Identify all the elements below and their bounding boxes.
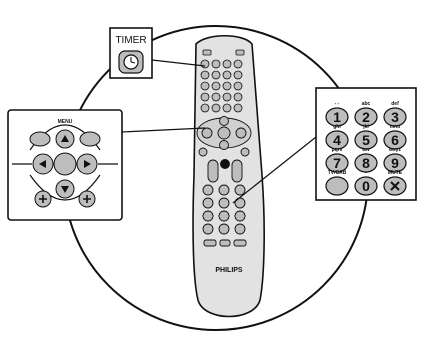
remote-brand-text: PHILIPS	[215, 267, 243, 274]
keypad-key: wxyz 9	[383, 147, 407, 173]
keypad-key-label: -	[365, 170, 367, 176]
remote-rockers	[207, 159, 243, 183]
remote-control: PHILIPS	[192, 35, 265, 318]
nav-down-button	[55, 179, 75, 199]
remote-top-buttons	[200, 49, 245, 113]
keypad-key-number: 1	[333, 109, 341, 125]
keypad-key-button	[383, 153, 407, 173]
keypad-key-button	[354, 176, 378, 196]
keypad-key-label: MUTE	[388, 170, 403, 176]
nav-right-button	[76, 153, 98, 175]
keypad-key-label: mno	[390, 124, 401, 130]
keypad-key: tuv 8	[354, 147, 378, 173]
keypad-key-label: TV/CAB	[328, 170, 347, 176]
keypad-key-label: abc	[362, 101, 371, 107]
keypad-key: - - 1	[325, 101, 349, 127]
keypad-callout: - - 1 abc 2 def 3 ghi 4 jkl 5 mno 6 pqrs 7 tuv 8 wxyz 9TV…	[315, 87, 417, 201]
keypad-key-button	[325, 130, 349, 150]
nav-plus-button	[78, 190, 96, 208]
keypad-key: def 3	[383, 101, 407, 127]
keypad-key-number: 8	[362, 155, 370, 171]
timer-label: TIMER	[115, 35, 146, 46]
keypad-key-label: ghi	[333, 124, 341, 130]
keypad-key-number: 6	[391, 132, 399, 148]
keypad-key: abc 2	[354, 101, 378, 127]
keypad-key: ghi 4	[325, 124, 349, 150]
keypad-key-label: tuv	[362, 147, 370, 153]
keypad-key: mno 6	[383, 124, 407, 150]
nav-top-left-key	[29, 131, 51, 147]
keypad-key-button	[325, 153, 349, 173]
nav-top-right-key	[79, 131, 101, 147]
keypad-key: jkl 5	[354, 124, 378, 150]
keypad-key-button	[354, 107, 378, 127]
keypad-key-button	[354, 153, 378, 173]
keypad-key-button	[354, 130, 378, 150]
nav-ok-button	[53, 152, 77, 176]
keypad-key-label: def	[391, 101, 399, 107]
keypad-key-label: - -	[335, 101, 340, 107]
remote-lower-keys	[203, 239, 247, 247]
keypad-key-number: 0	[362, 178, 370, 194]
keypad-key-button	[325, 107, 349, 127]
keypad-key: MUTE	[383, 170, 407, 196]
nav-callout: MENU	[7, 109, 123, 221]
keypad-key-number: 4	[333, 132, 341, 148]
keypad-key-number: 3	[391, 109, 399, 125]
keypad-key-button	[383, 130, 407, 150]
keypad-grid: - - 1 abc 2 def 3 ghi 4 jkl 5 mno 6 pqrs 7 tuv 8 wxyz 9TV…	[325, 101, 407, 196]
keypad-key-number: 2	[362, 109, 370, 125]
keypad-key-label: wxyz	[388, 147, 401, 153]
keypad-key-label: pqrs	[332, 147, 343, 153]
keypad-key-number: 9	[391, 155, 399, 171]
keypad-key-button	[325, 176, 349, 196]
nav-menu-label: MENU	[58, 119, 73, 125]
keypad-key-label: jkl	[362, 124, 369, 130]
plus-icon	[39, 195, 47, 203]
timer-callout: TIMER	[109, 27, 153, 79]
plus-icon	[83, 195, 91, 203]
nav-up-button	[55, 129, 75, 149]
keypad-key-number: 5	[362, 132, 370, 148]
keypad-key: pqrs 7	[325, 147, 349, 173]
leader-lines	[121, 59, 317, 204]
nav-left-button	[32, 153, 54, 175]
keypad-key-number: 7	[333, 155, 341, 171]
arrow-left-icon	[39, 160, 46, 168]
keypad-key: -0	[354, 170, 378, 196]
nav-minus-button	[34, 190, 52, 208]
arrow-up-icon	[61, 135, 69, 142]
remote-nav-cluster	[196, 116, 252, 157]
arrow-right-icon	[84, 160, 91, 168]
keypad-key: TV/CAB	[325, 170, 349, 196]
arrow-down-icon	[61, 186, 69, 193]
mute-icon	[390, 181, 400, 191]
remote-number-keys	[202, 184, 246, 235]
keypad-key-button	[383, 107, 407, 127]
clock-icon	[123, 54, 139, 70]
